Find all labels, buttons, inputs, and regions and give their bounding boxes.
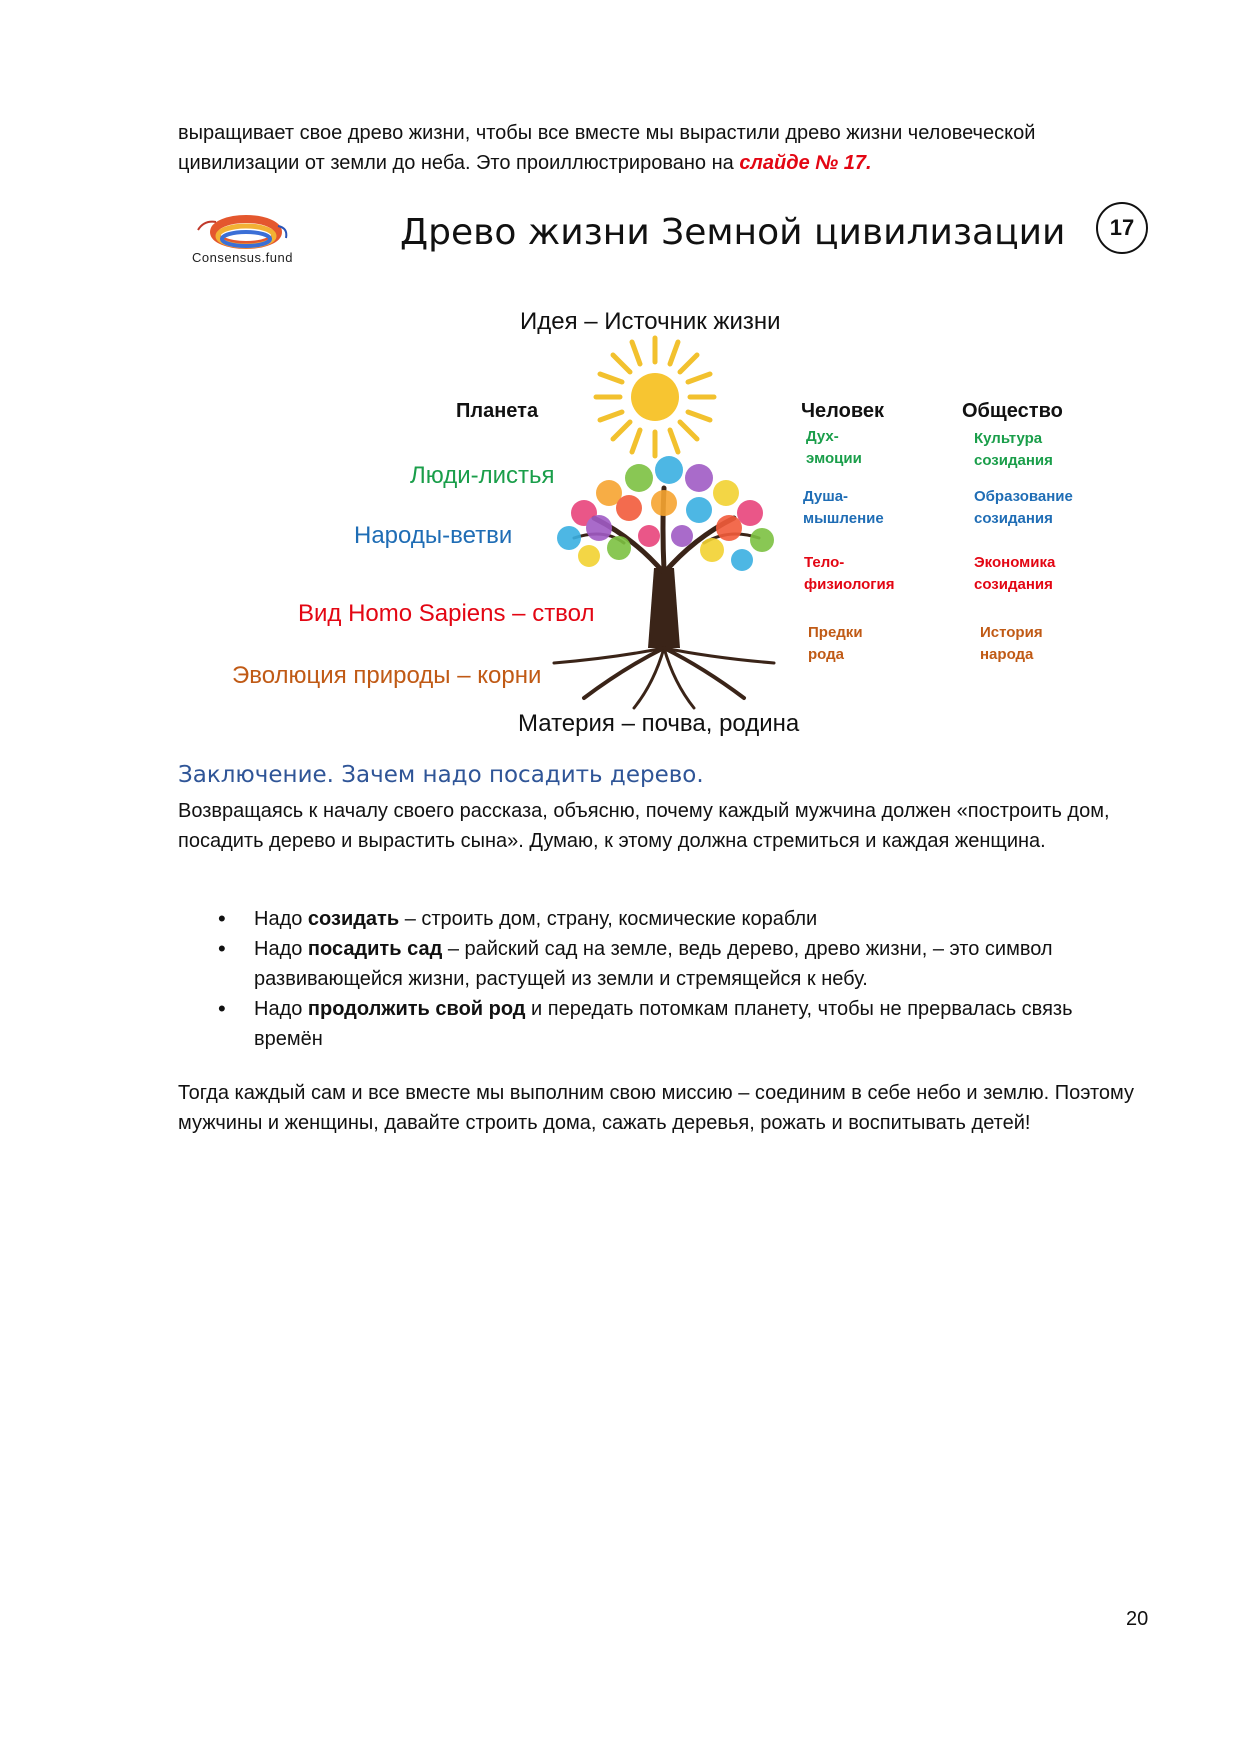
human-cell-branches: Душа-мышление: [803, 488, 884, 527]
section-heading: Заключение. Зачем надо посадить дерево.: [178, 762, 704, 788]
slide-reference: слайде № 17.: [739, 152, 872, 174]
human-cell-leaves: Дух-эмоции: [806, 428, 862, 467]
list-item: Надо продолжить свой род и передать пото…: [178, 994, 1138, 1054]
level-roots: Эволюция природы – корни: [232, 662, 542, 689]
slide-17: Consensus.fund Древо жизни Земной цивили…: [178, 200, 1158, 760]
header-human: Человек: [801, 400, 884, 422]
slide-number-badge: 17: [1096, 202, 1148, 254]
level-leaves: Люди-листья: [410, 462, 555, 489]
logo-text: Consensus.fund: [192, 250, 293, 265]
consensus-ring-logo: [197, 215, 288, 249]
bullet-list: Надо созидать – строить дом, страну, кос…: [178, 904, 1138, 1054]
top-label: Идея – Источник жизни: [520, 308, 781, 335]
conclusion-paragraph: Возвращаясь к началу своего рассказа, об…: [178, 800, 1110, 852]
slide-title: Древо жизни Земной цивилизации: [400, 212, 1066, 253]
list-item: Надо посадить сад – райский сад на земле…: [178, 934, 1138, 994]
list-item: Надо созидать – строить дом, страну, кос…: [178, 904, 1138, 934]
header-society: Общество: [962, 400, 1063, 422]
human-cell-trunk: Тело-физиология: [804, 554, 895, 593]
sun-icon: [593, 335, 717, 459]
intro-paragraph: выращивает свое древо жизни, чтобы все в…: [178, 118, 1138, 178]
level-branches: Народы-ветви: [354, 522, 513, 549]
level-trunk: Вид Homo Sapiens – ствол: [298, 600, 595, 627]
intro-text: выращивает свое древо жизни, чтобы все в…: [178, 122, 1036, 174]
tree-of-life-icon: [552, 456, 776, 710]
bottom-label: Материя – почва, родина: [518, 710, 800, 737]
page-number: 20: [1126, 1608, 1149, 1630]
closing-paragraph: Тогда каждый сам и все вместе мы выполни…: [178, 1082, 1135, 1134]
header-planet: Планета: [456, 400, 539, 422]
